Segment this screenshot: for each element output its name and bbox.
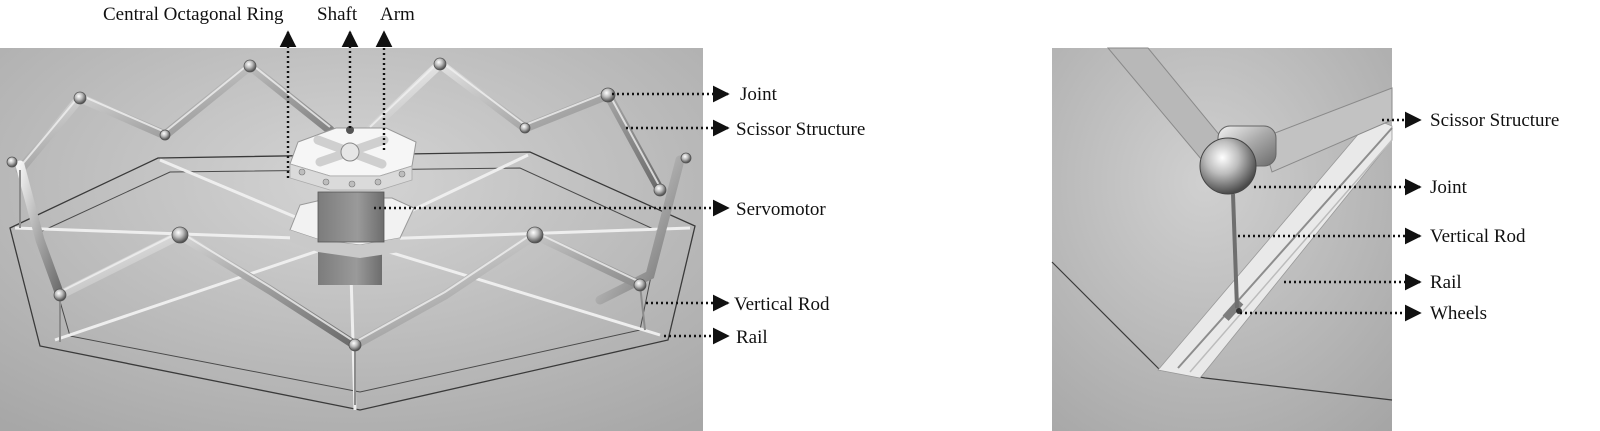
label-joint: Joint <box>740 84 778 105</box>
label-scissor-structure: Scissor Structure <box>736 119 865 140</box>
label-vertical-rod: Vertical Rod <box>734 294 830 315</box>
servo-base-plate-side <box>290 230 400 258</box>
label-right-vertical-rod: Vertical Rod <box>1430 226 1526 247</box>
label-central-octagonal-ring: Central Octagonal Ring <box>103 4 284 25</box>
ring-bolts <box>298 168 406 188</box>
label-right-rail: Rail <box>1430 272 1462 293</box>
label-right-wheels: Wheels <box>1430 303 1487 324</box>
shaft-center <box>346 126 354 134</box>
outer-octagon-frame <box>9 151 696 411</box>
label-servomotor: Servomotor <box>736 199 826 220</box>
right-vertical-rod <box>1231 193 1239 309</box>
central-hub <box>289 126 417 285</box>
label-right-scissor-structure: Scissor Structure <box>1430 110 1559 131</box>
label-right-joint: Joint <box>1430 177 1468 198</box>
rail-detail <box>1157 117 1393 379</box>
inner-octagon-frame <box>39 167 661 393</box>
left-joints <box>6 57 692 352</box>
shaft-hub <box>340 142 360 162</box>
octagonal-ring-side <box>289 163 413 191</box>
servomotor-body <box>317 191 385 243</box>
right-render <box>1051 47 1393 431</box>
joint-ball <box>1199 137 1257 195</box>
right-leaders <box>1238 111 1422 322</box>
label-rail: Rail <box>736 327 768 348</box>
vertical-rods <box>19 170 646 405</box>
left-leaders <box>279 30 730 345</box>
right-background <box>1052 48 1392 431</box>
left-render <box>0 48 703 431</box>
label-shaft: Shaft <box>317 4 358 25</box>
label-arm: Arm <box>380 4 415 25</box>
